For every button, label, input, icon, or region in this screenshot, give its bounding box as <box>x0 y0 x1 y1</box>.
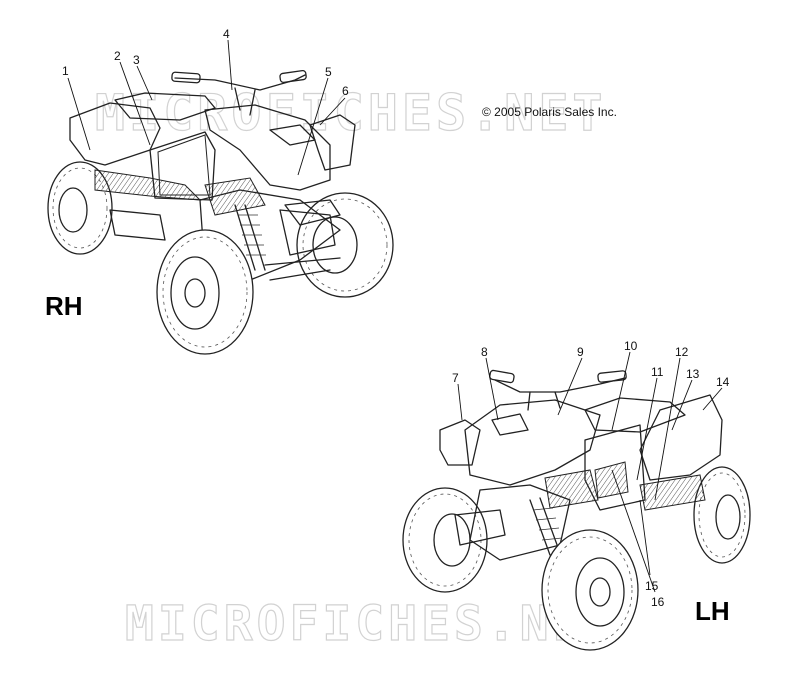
callout-13: 13 <box>686 367 700 381</box>
atv-left-hand-view <box>402 369 751 651</box>
callout-9: 9 <box>577 345 584 359</box>
callout-1: 1 <box>62 64 69 78</box>
rh-handlebar <box>174 74 306 91</box>
rh-headlight-pod <box>309 114 356 171</box>
view-label-lh: LH <box>695 596 730 626</box>
callout-6: 6 <box>342 84 349 98</box>
lh-handlebar <box>494 377 626 393</box>
callout-16: 16 <box>651 595 665 609</box>
rh-side-panel <box>157 134 211 196</box>
callout-2: 2 <box>114 49 121 63</box>
lh-far-front-tire <box>402 487 488 593</box>
rh-seat <box>114 92 216 121</box>
callout-8: 8 <box>481 345 488 359</box>
callout-14: 14 <box>716 375 730 389</box>
callout-15: 15 <box>645 579 659 593</box>
callout-4: 4 <box>223 27 230 41</box>
callout-3: 3 <box>133 53 140 67</box>
callout-7: 7 <box>452 371 459 385</box>
callout-12: 12 <box>675 345 689 359</box>
watermark-top: MICROFICHES.NET <box>95 84 607 142</box>
lh-rear-tire <box>693 466 751 564</box>
callout-10: 10 <box>624 339 638 353</box>
watermark-bottom: MICROFICHES.NET <box>125 596 618 652</box>
lh-headlight-pod <box>439 419 481 466</box>
copyright-notice: © 2005 Polaris Sales Inc. <box>482 105 617 119</box>
callout-numbers: 1 2 3 4 5 6 7 8 9 10 11 12 13 14 15 16 <box>62 27 730 609</box>
rh-front-hood <box>204 104 331 191</box>
atv-right-hand-view <box>47 69 394 355</box>
view-label-rh: RH <box>45 291 83 321</box>
callout-5: 5 <box>325 65 332 79</box>
callout-leaders <box>67 39 723 593</box>
callout-11: 11 <box>651 365 664 379</box>
lh-seat <box>584 397 686 433</box>
lh-front-hood <box>464 399 601 486</box>
